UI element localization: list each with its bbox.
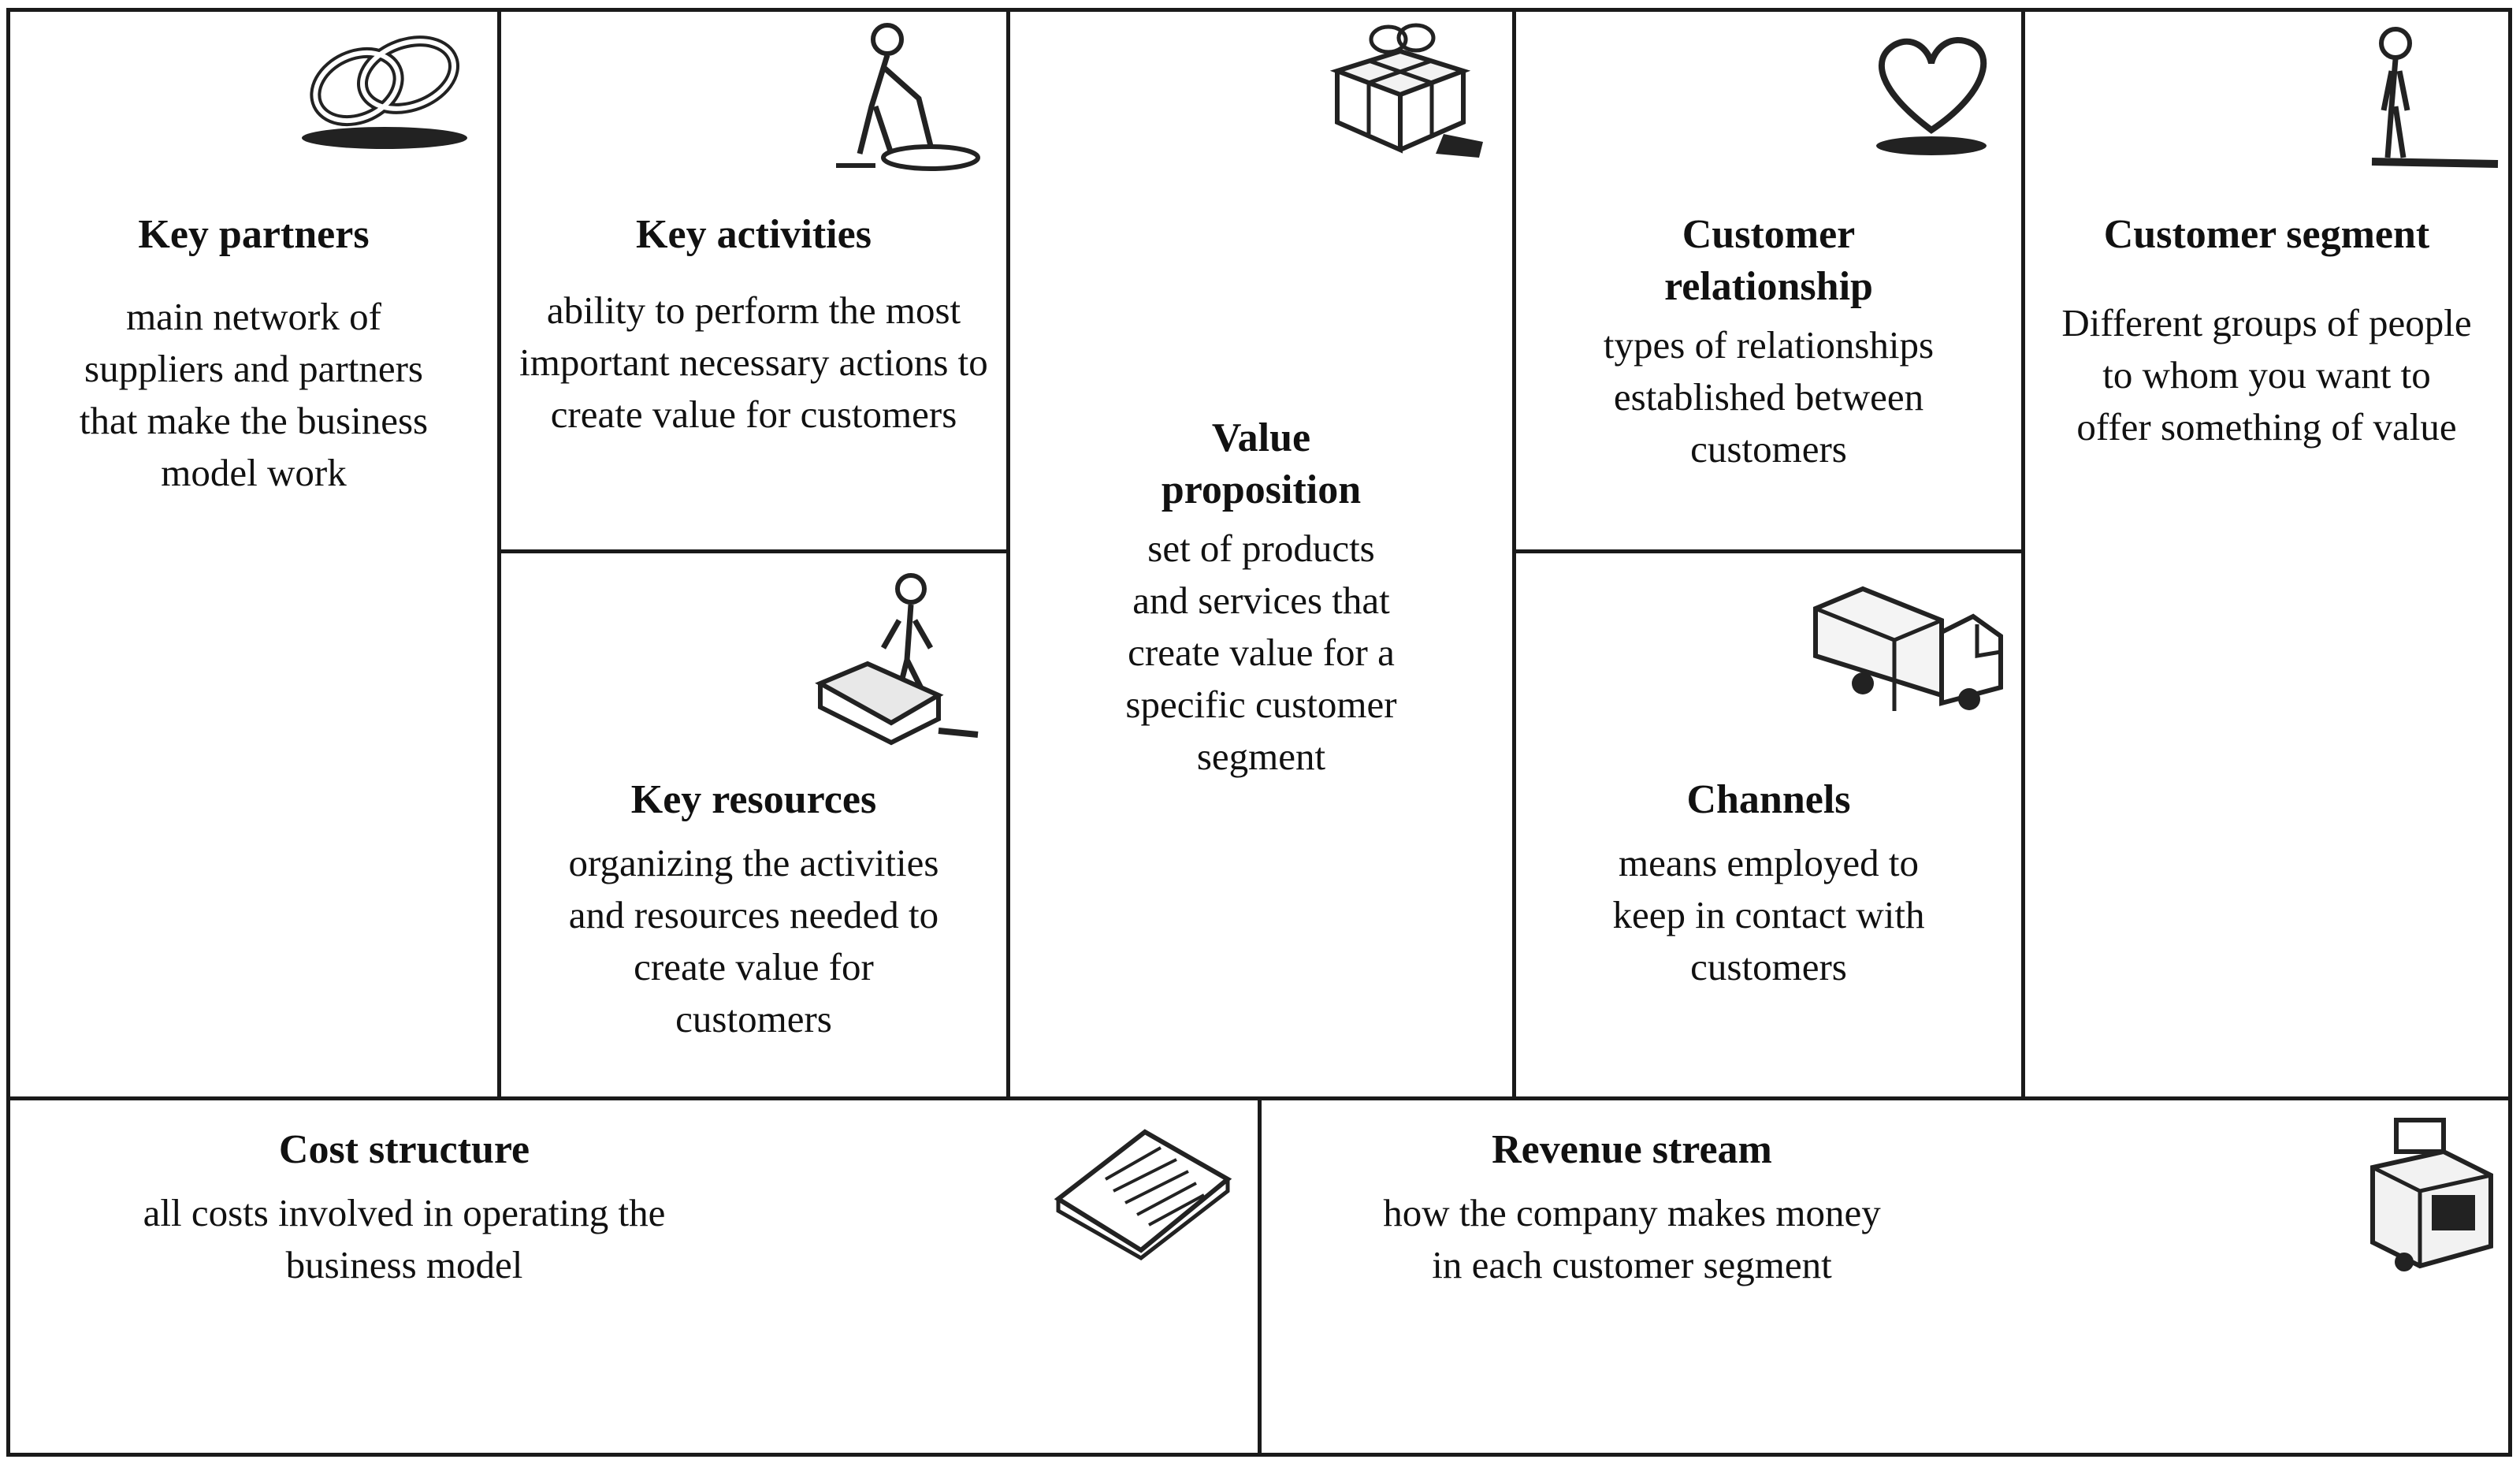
delivery-truck-icon: [1808, 577, 2013, 719]
relationship-channels-divider: [1512, 549, 2025, 553]
receipt-icon: [1050, 1124, 1240, 1262]
cost-structure-title: Cost structure: [278, 1127, 530, 1172]
activities-resources-divider: [497, 549, 1010, 553]
key-partners-description: main network of suppliers and partners t…: [79, 295, 429, 494]
column-divider-3: [1512, 8, 1516, 1099]
cost-revenue-divider: [1258, 1096, 1262, 1457]
column-divider-1: [497, 8, 501, 1099]
chain-links-icon: [290, 20, 475, 158]
customer-segment-description: Different groups of people to whom you w…: [2061, 301, 2472, 449]
outer-border-right: [2508, 8, 2512, 1457]
customer-segment-cell: Customer segment Different groups of peo…: [2025, 12, 2508, 1096]
key-partners-cell: Key partners main network of suppliers a…: [10, 12, 497, 1096]
standing-person-icon: [2356, 24, 2506, 173]
column-divider-2: [1006, 8, 1010, 1099]
outer-border-left: [6, 8, 10, 1457]
revenue-stream-cell: Revenue stream how the company makes mon…: [1262, 1100, 2508, 1453]
channels-cell: Channels means employed to keep in conta…: [1516, 553, 2021, 1096]
cash-register-icon: [2365, 1112, 2499, 1278]
gift-box-icon: [1325, 16, 1491, 166]
cost-structure-cell: Cost structure all costs involved in ope…: [10, 1100, 1258, 1453]
revenue-stream-description: how the company makes money in each cust…: [1383, 1191, 1881, 1286]
customer-relationship-cell: Customer relationship types of relations…: [1516, 12, 2021, 549]
value-proposition-description: set of products and services that create…: [1125, 527, 1397, 778]
key-resources-title: Key resources: [630, 777, 877, 822]
customer-segment-title: Customer segment: [2103, 212, 2430, 257]
value-proposition-title: Value proposition: [1161, 415, 1362, 512]
key-resources-cell: Key resources organizing the activities …: [501, 553, 1006, 1096]
worker-icon: [812, 20, 980, 177]
key-activities-title: Key activities: [636, 212, 872, 257]
key-resources-description: organizing the activities and resources …: [568, 841, 939, 1040]
key-activities-description: ability to perform the most important ne…: [519, 289, 988, 436]
key-partners-title: Key partners: [138, 212, 370, 257]
customer-relationship-description: types of relationships established betwe…: [1603, 323, 1935, 471]
key-activities-cell: Key activities ability to perform the mo…: [501, 12, 1006, 549]
customer-relationship-title: Customer relationship: [1664, 212, 1873, 309]
person-with-machine-icon: [812, 569, 982, 750]
revenue-stream-title: Revenue stream: [1492, 1127, 1772, 1172]
heart-icon: [1863, 28, 2001, 166]
column-divider-4: [2021, 8, 2025, 1099]
channels-description: means employed to keep in contact with c…: [1612, 841, 1925, 988]
outer-border-top: [6, 8, 2512, 12]
value-proposition-cell: Value proposition set of products and se…: [1010, 12, 1512, 1096]
cost-structure-description: all costs involved in operating the busi…: [143, 1191, 666, 1286]
channels-title: Channels: [1686, 777, 1851, 822]
